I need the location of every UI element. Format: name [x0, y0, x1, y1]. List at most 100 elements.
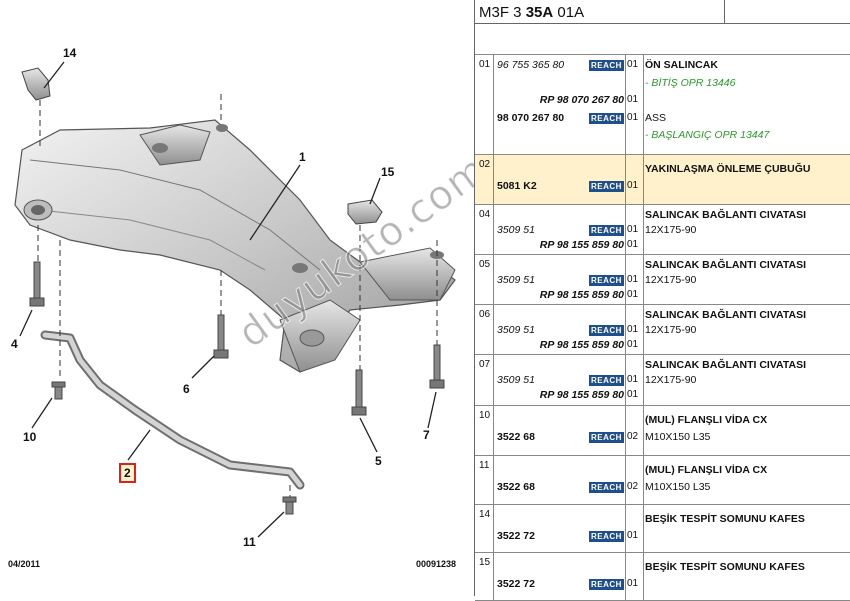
header-spacer	[475, 24, 850, 55]
quantity: 01	[627, 530, 639, 541]
part-reference[interactable]: RP 98 155 859 80	[539, 239, 624, 251]
parts-row[interactable]: 07 SALINCAK BAĞLANTI CIVATASI 3509 51 REACH…	[475, 355, 850, 406]
part-description: SALINCAK BAĞLANTI CIVATASI	[645, 259, 806, 271]
column-separator	[625, 553, 626, 600]
reach-badge: REACH	[589, 325, 624, 336]
reach-badge: REACH	[589, 531, 624, 542]
column-separator	[493, 255, 494, 304]
bolt-11	[282, 496, 297, 515]
callout-7[interactable]: 7	[423, 428, 430, 442]
part-reference[interactable]: RP 98 070 267 80	[539, 94, 624, 106]
part-description: YAKINLAŞMA ÖNLEME ÇUBUĞU	[645, 163, 811, 175]
callout-15[interactable]: 15	[381, 165, 395, 179]
quantity: 01	[627, 94, 639, 105]
part-description: M10X150 L35	[645, 431, 711, 443]
column-separator	[643, 255, 644, 304]
column-separator	[643, 505, 644, 552]
column-separator	[493, 456, 494, 504]
parts-row[interactable]: 04 SALINCAK BAĞLANTI CIVATASI 3509 51 REACH…	[475, 205, 850, 255]
bolt-4	[29, 261, 45, 307]
part-reference[interactable]: 3509 51	[497, 224, 535, 236]
reach-badge: REACH	[589, 225, 624, 236]
column-separator	[625, 505, 626, 552]
part-reference[interactable]: 3522 68	[497, 481, 535, 493]
subframe	[14, 119, 456, 373]
diagram-reference: M3F 3 35A 01A	[479, 4, 584, 21]
callout-14[interactable]: 14	[63, 46, 77, 60]
part-reference[interactable]: 96 755 365 80	[497, 59, 565, 71]
part-description: M10X150 L35	[645, 481, 711, 493]
parts-header: M3F 3 35A 01A	[475, 0, 850, 24]
callout-10[interactable]: 10	[23, 430, 37, 444]
part-description: SALINCAK BAĞLANTI CIVATASI	[645, 209, 806, 221]
row-number: 14	[479, 509, 491, 520]
callout-5[interactable]: 5	[375, 454, 382, 468]
part-reference[interactable]: 3509 51	[497, 274, 535, 286]
bolt-7	[429, 344, 445, 389]
part-reference[interactable]: 98 070 267 80	[497, 111, 565, 124]
part-description: - BAŞLANGIÇ OPR 13447	[645, 129, 770, 141]
subframe-drawing	[14, 61, 456, 538]
parts-row[interactable]: 06 SALINCAK BAĞLANTI CIVATASI 3509 51 REACH…	[475, 305, 850, 355]
callout-2[interactable]: 2	[119, 463, 136, 483]
part-description: BEŞİK TESPİT SOMUNU KAFES	[645, 513, 805, 525]
callout-6[interactable]: 6	[183, 382, 190, 396]
ref-suffix: 01A	[553, 4, 585, 21]
reach-badge: REACH	[589, 375, 624, 386]
column-separator	[493, 305, 494, 354]
part-reference[interactable]: 3522 72	[497, 530, 535, 542]
part-description: SALINCAK BAĞLANTI CIVATASI	[645, 359, 806, 371]
part-description: 12X175-90	[645, 224, 697, 236]
column-separator	[625, 55, 626, 154]
part-description: (MUL) FLANŞLI VİDA CX	[645, 464, 768, 476]
row-number: 04	[479, 209, 491, 220]
row-number: 01	[479, 59, 491, 70]
reach-badge: REACH	[589, 60, 624, 71]
reach-badge: REACH	[589, 482, 624, 493]
part-reference[interactable]: RP 98 155 859 80	[539, 289, 624, 301]
drawing-number: 00091238	[416, 559, 457, 569]
quantity: 01	[627, 239, 639, 250]
column-separator	[643, 205, 644, 254]
quantity: 01	[627, 578, 639, 589]
part-description: BEŞİK TESPİT SOMUNU KAFES	[645, 561, 805, 573]
part-description: SALINCAK BAĞLANTI CIVATASI	[645, 309, 806, 321]
part-reference[interactable]: 5081 K2	[497, 180, 537, 192]
reach-badge: REACH	[589, 432, 624, 443]
part-reference[interactable]: 3522 68	[497, 431, 535, 443]
callout-11[interactable]: 11	[243, 535, 256, 549]
reach-badge: REACH	[589, 275, 624, 286]
column-separator	[625, 155, 626, 204]
part-reference[interactable]: 3522 72	[497, 578, 535, 590]
column-separator	[625, 406, 626, 455]
part-reference[interactable]: 3509 51	[497, 374, 535, 386]
part-description: (MUL) FLANŞLI VİDA CX	[645, 414, 768, 426]
callout-4[interactable]: 4	[11, 337, 18, 351]
part-description: ASS	[645, 111, 667, 124]
column-separator	[643, 456, 644, 504]
part-reference[interactable]: 3509 51	[497, 324, 535, 336]
column-separator	[625, 456, 626, 504]
quantity: 01	[627, 339, 639, 350]
row-number: 10	[479, 410, 491, 421]
column-separator	[493, 553, 494, 600]
reach-badge: REACH	[589, 579, 624, 590]
row-number: 06	[479, 309, 491, 320]
part-reference[interactable]: RP 98 155 859 80	[539, 389, 624, 401]
anti-approach-bar	[40, 330, 305, 490]
column-separator	[643, 406, 644, 455]
quantity: 01	[627, 111, 639, 123]
column-separator	[625, 305, 626, 354]
column-separator	[625, 355, 626, 405]
callout-1[interactable]: 1	[299, 150, 306, 164]
part-reference[interactable]: RP 98 155 859 80	[539, 339, 624, 351]
row-number: 07	[479, 359, 491, 370]
